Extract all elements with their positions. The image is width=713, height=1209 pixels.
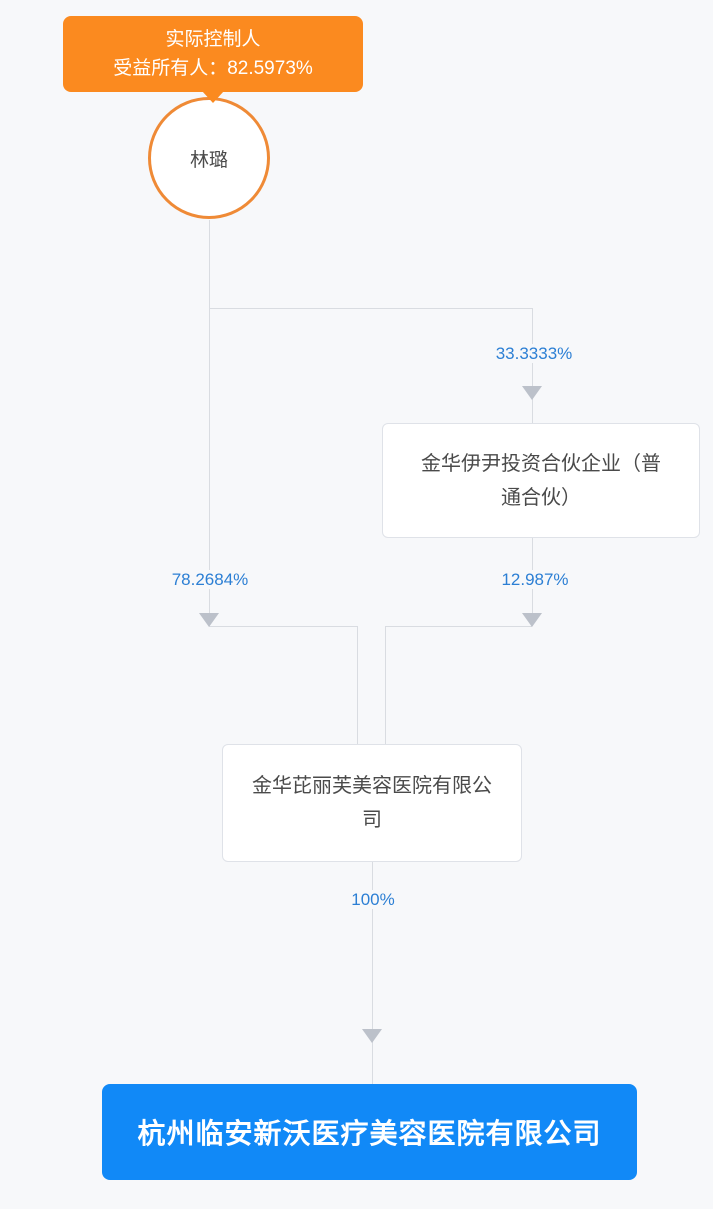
beneficial-owner-badge-line2: 受益所有人：82.5973% [113, 58, 313, 79]
person-node[interactable]: 林璐 [148, 97, 270, 219]
company-node-partner-label: 金华伊尹投资合伙企业（普通合伙） [421, 452, 661, 509]
company-node-target-label: 杭州临安新沃医疗美容医院有限公司 [137, 1118, 602, 1149]
ownership-percentage-label: 12.987% [496, 570, 574, 589]
arrow-down-icon [522, 613, 542, 627]
arrow-down-icon [522, 386, 542, 400]
ownership-percentage-label: 78.2684% [166, 570, 254, 589]
connector-line [357, 626, 358, 744]
connector-line [385, 626, 532, 627]
connector-line [385, 626, 386, 744]
connector-line [209, 626, 357, 627]
company-node-mid-label: 金华芘丽芙美容医院有限公司 [252, 775, 492, 831]
actual-controller-badge: 实际控制人 受益所有人：82.5973% [63, 16, 363, 92]
actual-controller-badge-line1: 实际控制人 [165, 29, 261, 50]
connector-line [372, 862, 373, 1084]
person-node-label: 林璐 [189, 149, 228, 171]
company-node-partner[interactable]: 金华伊尹投资合伙企业（普通合伙） [382, 423, 700, 538]
connector-line [532, 308, 533, 423]
ownership-percentage-label: 100% [346, 890, 400, 909]
connector-line [209, 308, 533, 309]
arrow-down-icon [199, 613, 219, 627]
arrow-down-icon [362, 1029, 382, 1043]
company-node-mid[interactable]: 金华芘丽芙美容医院有限公司 [222, 744, 522, 862]
company-node-target[interactable]: 杭州临安新沃医疗美容医院有限公司 [102, 1084, 637, 1180]
ownership-percentage-label: 33.3333% [490, 344, 578, 363]
connector-line [209, 220, 210, 627]
